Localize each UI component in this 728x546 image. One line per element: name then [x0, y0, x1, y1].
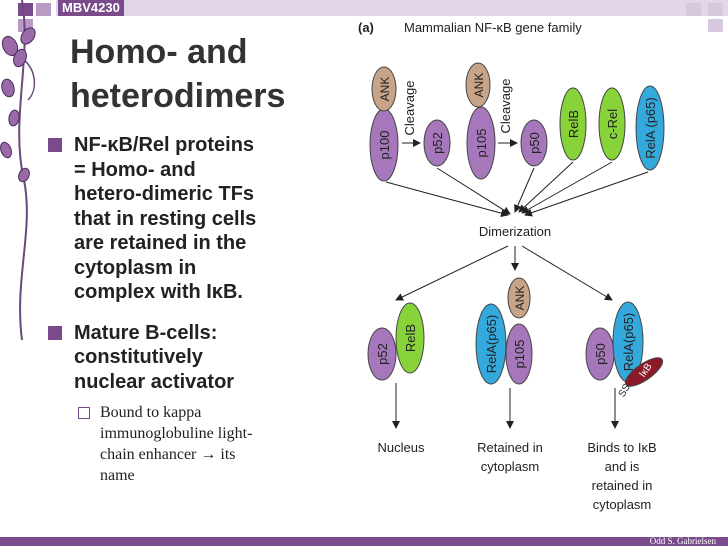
- subbullet-marker: [78, 407, 90, 419]
- label-rela: RelA(p65): [621, 313, 636, 372]
- footer-bar: Odd S. Gabrielsen: [0, 537, 728, 546]
- figure-title: Mammalian NF-κB gene family: [404, 20, 582, 35]
- label-ank: ANK: [378, 77, 392, 102]
- label-p52: p52: [430, 132, 445, 154]
- decor-square: [686, 3, 701, 16]
- header-bar: MBV4230: [0, 0, 728, 16]
- outcome-retained-line: cytoplasm: [481, 459, 540, 474]
- dimer-p50-rela-ikb: p50 RelA(p65) IκB SS: [585, 301, 664, 399]
- course-code: MBV4230: [58, 0, 124, 16]
- bullet-line: NF-κB/Rel proteins: [74, 134, 255, 156]
- label-rela: RelA(p65): [484, 315, 499, 374]
- label-p105: p105: [474, 129, 489, 158]
- bullet-line: = Homo- and: [74, 158, 196, 181]
- protein-relb: RelB: [559, 87, 587, 161]
- protein-p105: p105 ANK: [465, 62, 496, 180]
- label-relb: RelB: [403, 324, 418, 352]
- subbullet-line: name: [100, 467, 135, 484]
- bullet-item: Mature B-cells: constitutively nuclear a…: [48, 321, 348, 395]
- bullet-line: cytoplasm in: [74, 256, 197, 279]
- decor-square: [708, 19, 723, 32]
- title-line: heterodimers: [70, 77, 286, 115]
- bullet-list: NF-κB/Rel proteins = Homo- and hetero-di…: [48, 133, 348, 486]
- subbullet-text: Bound to kappa immunoglobuline light- ch…: [100, 402, 252, 486]
- label-p50: p50: [593, 343, 608, 365]
- nfkb-diagram: (a) Mammalian NF-κB gene family p100 ANK…: [358, 20, 665, 512]
- decor-square: [36, 3, 51, 16]
- label-ank: ANK: [513, 286, 527, 311]
- label-cleavage: Cleavage: [498, 79, 513, 134]
- bullet-line: complex with IκB.: [74, 281, 243, 303]
- outcome-ikb-line: cytoplasm: [593, 497, 652, 512]
- label-p100: p100: [377, 131, 392, 160]
- decor-square: [708, 3, 723, 16]
- label-p50: p50: [527, 132, 542, 154]
- subbullet-line: Bound to kappa: [100, 404, 202, 421]
- label-p52: p52: [375, 343, 390, 365]
- subbullet-line: chain enhancer → its: [100, 446, 236, 463]
- bullet-item: NF-κB/Rel proteins = Homo- and hetero-di…: [48, 133, 348, 305]
- label-relb: RelB: [566, 110, 581, 138]
- dimer-p52-relb: p52 RelB: [367, 302, 425, 381]
- decor-square: [18, 3, 33, 16]
- outcome-nucleus: Nucleus: [378, 440, 425, 455]
- outcome-ikb-line: Binds to IκB: [587, 440, 656, 455]
- subbullet-line: immunoglobuline light-: [100, 425, 253, 442]
- dimer-rela-p105: RelA(p65) p105 ANK: [475, 277, 533, 385]
- bullet-line: nuclear activator: [74, 370, 235, 393]
- bullet-marker: [48, 138, 62, 152]
- outcome-ikb-line: retained in: [592, 478, 653, 493]
- protein-rela: RelA (p65): [635, 85, 665, 171]
- protein-crel: c-Rel: [598, 87, 626, 161]
- label-dimerization: Dimerization: [479, 224, 551, 239]
- label-p105: p105: [512, 340, 527, 369]
- outcome-ikb-line: and is: [605, 459, 640, 474]
- vine-decoration: [0, 0, 36, 341]
- bullet-line: that in resting cells: [74, 207, 257, 230]
- bullet-text: Mature B-cells: constitutively nuclear a…: [74, 321, 234, 395]
- bullet-line: constitutively: [74, 346, 203, 368]
- label-ank: ANK: [472, 73, 486, 98]
- outcome-retained-line: Retained in: [477, 440, 543, 455]
- label-crel: c-Rel: [605, 109, 620, 139]
- subbullet-item: Bound to kappa immunoglobuline light- ch…: [78, 402, 348, 486]
- bullet-marker: [48, 325, 62, 340]
- bullet-line: Mature B-cells:: [74, 321, 218, 344]
- outcome-arrows: [392, 383, 619, 429]
- bullet-line: are retained in the: [74, 232, 247, 254]
- label-rela: RelA (p65): [643, 97, 658, 158]
- diverging-arrows: [395, 245, 613, 301]
- bullet-line: hetero-dimeric TFs: [74, 183, 255, 205]
- panel-label: (a): [358, 20, 374, 35]
- protein-p50: p50: [520, 119, 548, 167]
- bullet-text: NF-κB/Rel proteins = Homo- and hetero-di…: [74, 133, 256, 305]
- protein-p52: p52: [423, 119, 451, 167]
- label-cleavage: Cleavage: [402, 81, 417, 136]
- header-band: [56, 0, 728, 16]
- slide-title: Homo- and heterodimers: [70, 30, 360, 118]
- title-line: Homo- and: [70, 33, 248, 71]
- author-name: Odd S. Gabrielsen: [649, 536, 716, 546]
- protein-p100: p100 ANK: [369, 66, 399, 182]
- converging-arrows: [385, 161, 649, 218]
